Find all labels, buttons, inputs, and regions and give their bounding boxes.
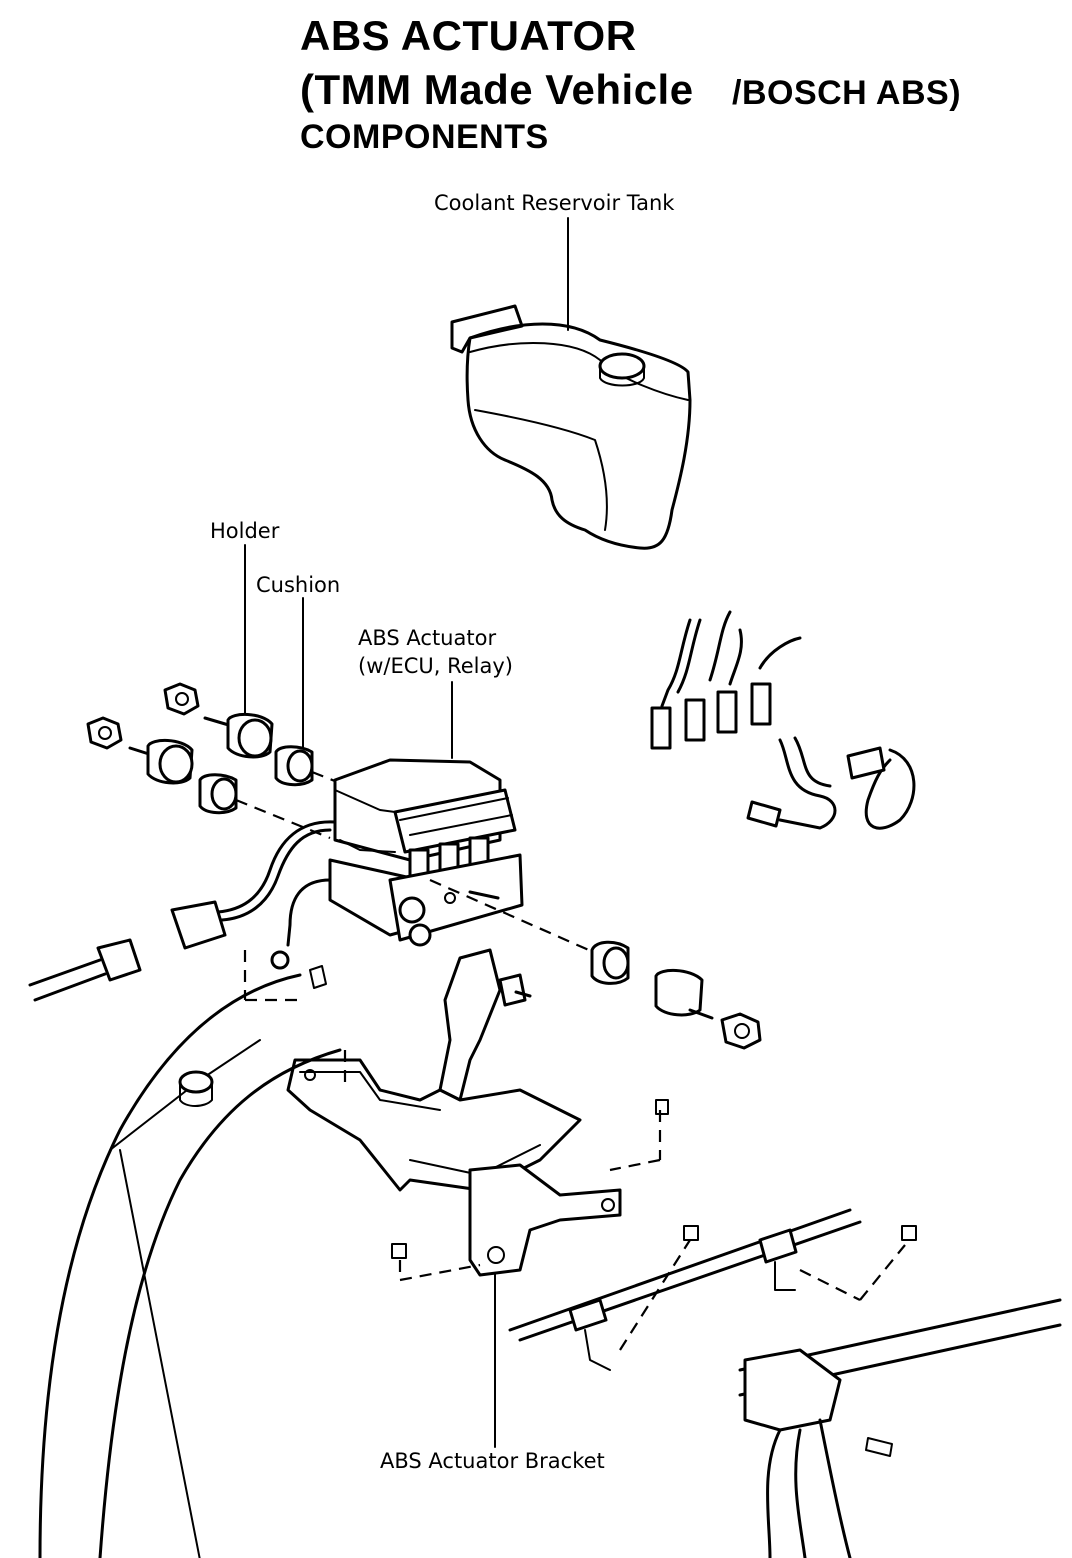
title-line-2b: /BOSCH ABS) [732,74,962,112]
wire-harness-drawing [28,820,337,1002]
abs-actuator-bracket-drawing [243,948,669,1282]
body-panel-drawing [38,973,342,1558]
holder-label: Holder [210,519,280,543]
brake-line-drawing [650,610,916,830]
left-mount-hardware [86,682,346,840]
title-line-3: COMPONENTS [300,118,549,156]
title-line-1: ABS ACTUATOR [300,12,637,59]
right-mount-hardware [429,878,762,1050]
actuator-label-line2: (w/ECU, Relay) [358,654,513,678]
title-line-2a: (TMM Made Vehicle [300,66,694,113]
cushion-label: Cushion [256,573,341,597]
coolant-reservoir-tank-drawing [450,217,692,550]
bracket-label: ABS Actuator Bracket [380,1449,605,1473]
abs-actuator-drawing [328,758,524,947]
actuator-label-line1: ABS Actuator [358,626,497,650]
lower-brake-lines-drawing [508,1208,1062,1558]
coolant-tank-label: Coolant Reservoir Tank [434,191,675,215]
